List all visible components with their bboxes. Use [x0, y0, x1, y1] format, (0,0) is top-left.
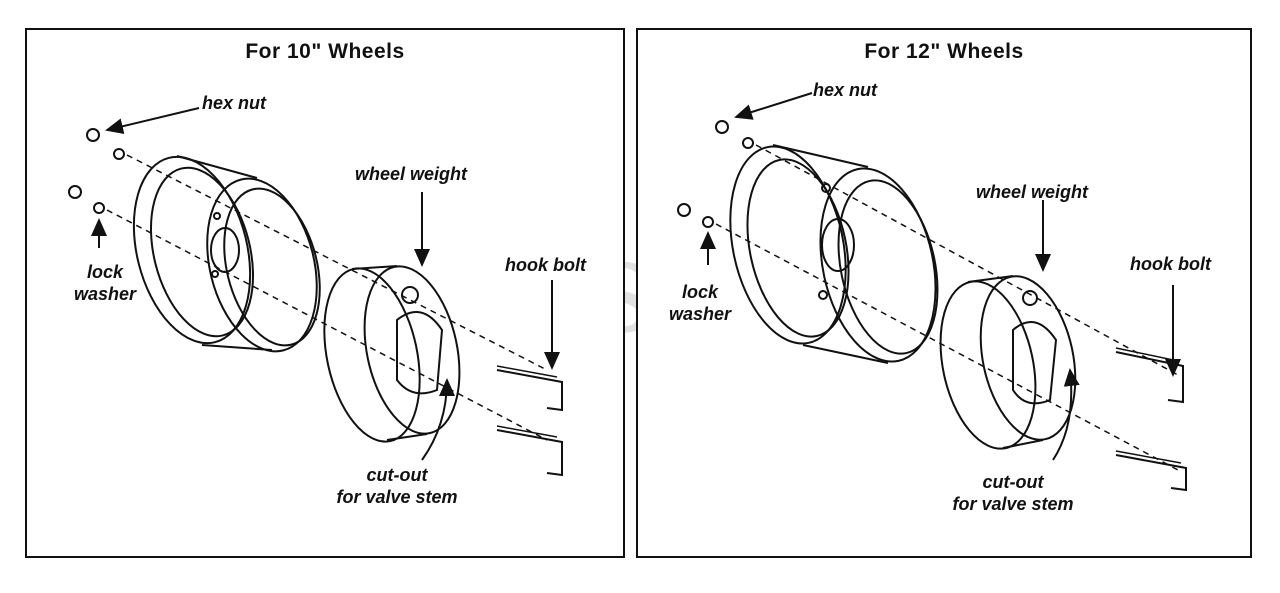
- panel-12-inch-wheels: For 12" Wheels: [636, 28, 1252, 558]
- wheel-assembly-diagram-10: [68, 107, 563, 477]
- label-lock-washer-line1: lock: [86, 262, 124, 282]
- hex-nut: [86, 128, 100, 142]
- label-hook-bolt: hook bolt: [1130, 254, 1211, 274]
- wheel-rim: [729, 144, 939, 364]
- wheel-rim: [132, 155, 321, 353]
- label-cutout-line2: for valve stem: [952, 494, 1074, 514]
- label-lock-washer-line1: lock: [681, 282, 719, 302]
- wheel-weight: [939, 275, 1077, 450]
- panel-title: For 12" Wheels: [864, 40, 1024, 63]
- label-wheel-weight: wheel weight: [976, 182, 1089, 202]
- label-hex-nut: hex nut: [202, 93, 267, 113]
- panel-10-inch-wheels: For 10" Wheels: [25, 28, 625, 558]
- label-cutout-line1: cut-out: [982, 472, 1044, 492]
- lock-washer: [742, 137, 754, 149]
- label-hook-bolt: hook bolt: [505, 255, 586, 275]
- hook-bolt: [1115, 347, 1187, 492]
- hook-bolt: [496, 365, 563, 477]
- wheel-weight: [323, 265, 461, 443]
- label-lock-washer-line2: washer: [668, 304, 732, 324]
- hex-nut: [715, 120, 729, 134]
- label-lock-washer-line2: washer: [73, 284, 137, 304]
- label-cutout-line2: for valve stem: [336, 487, 458, 507]
- label-hex-nut: hex nut: [813, 80, 878, 100]
- hex-nut: [677, 203, 691, 217]
- lock-washer: [113, 148, 125, 160]
- lock-washer: [702, 216, 714, 228]
- hex-nut: [68, 185, 82, 199]
- lock-washer: [93, 202, 105, 214]
- wheel-assembly-diagram-12: [677, 92, 1187, 492]
- label-cutout-line1: cut-out: [366, 465, 428, 485]
- panel-title: For 10" Wheels: [245, 40, 405, 63]
- label-wheel-weight: wheel weight: [355, 164, 468, 184]
